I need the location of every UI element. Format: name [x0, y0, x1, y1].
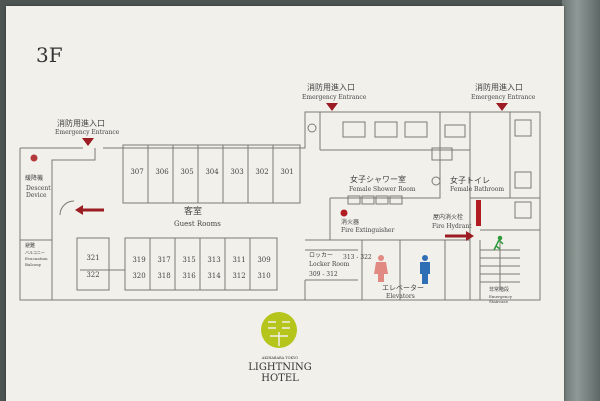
shower-room-label-en: Female Shower Room [349, 186, 416, 193]
entrance-label-jp: 消防用進入口 [57, 119, 105, 128]
shower-room-label-jp: 女子シャワー室 [350, 175, 406, 184]
room-number: 303 [230, 168, 244, 176]
room-number: 316 [182, 272, 196, 280]
room-number: 320 [132, 272, 146, 280]
room-number: 318 [157, 272, 171, 280]
elevators-label-en: Elevators [386, 293, 415, 300]
guest-rooms-label-jp: 客室 [184, 207, 203, 217]
male-icon [420, 255, 430, 284]
room-number: 321 [86, 254, 100, 262]
fire-extinguisher-label: Fire Extinguisher [341, 227, 395, 234]
entrance-label-jp: 消防用進入口 [475, 83, 523, 92]
descent-device-label: Device [26, 192, 47, 199]
room-number: 315 [182, 256, 196, 264]
room-number: 306 [155, 168, 169, 176]
staircase-label: Staircase [489, 299, 508, 304]
descent-device-label: Descent [26, 185, 51, 192]
guest-rooms-label-en: Guest Rooms [174, 220, 221, 228]
hotel-logo-icon [261, 312, 297, 348]
fire-extinguisher-icon [340, 209, 348, 217]
descent-device-icon [30, 154, 38, 162]
room-number: 319 [132, 256, 146, 264]
entrance-marker-icon [496, 103, 508, 111]
locker-room-label: ロッカー [309, 252, 334, 259]
descent-device-label: 緩降機 [25, 175, 44, 182]
elevators-label-jp: エレベーター [382, 284, 424, 292]
room-number: 314 [207, 272, 221, 280]
locker-room-label: Locker Room [309, 261, 350, 268]
entrance-label-en: Emergency Entrance [55, 129, 120, 136]
staircase-label: Emergency [489, 294, 512, 299]
room-number: 310 [257, 272, 271, 280]
balcony-label: Evacuation [25, 256, 48, 261]
room-number: 312 [232, 272, 246, 280]
entrance-label-en: Emergency Entrance [471, 94, 536, 101]
entrance-marker-icon [326, 103, 338, 111]
room-number: 313 [207, 256, 221, 264]
entrance-label-en: Emergency Entrance [302, 94, 367, 101]
fire-extinguisher-label: 消火器 [341, 219, 360, 226]
glass-frame [562, 0, 600, 401]
balcony-label: Balcony [25, 262, 42, 267]
fire-hydrant-label: Fire Hydrant [432, 223, 472, 230]
room-number: 302 [255, 168, 269, 176]
locker-range: 309 - 312 [309, 271, 338, 278]
entrance-marker-icon [82, 138, 94, 146]
staircase-label: 非常階段 [489, 287, 510, 293]
female-icon [374, 255, 388, 282]
room-number: 304 [205, 168, 219, 176]
bathroom-label-en: Female Bathroom [450, 186, 505, 193]
balcony-label: 避難 [25, 243, 36, 249]
fire-hydrant-label: 屋内消火栓 [433, 214, 464, 221]
fire-hydrant-icon [476, 200, 481, 226]
room-number: 305 [180, 168, 194, 176]
bathroom-label-jp: 女子トイレ [450, 176, 490, 185]
room-number: 309 [257, 256, 271, 264]
room-number: 317 [157, 256, 171, 264]
logo-name-line1: LIGHTNING [248, 362, 312, 373]
balcony-label: バルコニー [25, 250, 45, 255]
floor-label: 3F [36, 43, 63, 67]
logo-subtitle: AKIHABARA TOKYO [261, 356, 299, 360]
room-number: 301 [280, 168, 294, 176]
entrance-label-jp: 消防用進入口 [307, 83, 355, 92]
logo-name-line2: HOTEL [261, 373, 299, 384]
emergency-exit-icon [493, 235, 504, 251]
room-number: 307 [130, 168, 144, 176]
locker-range: 313 - 322 [343, 254, 372, 261]
room-number: 322 [86, 271, 100, 279]
room-number: 311 [232, 256, 246, 264]
